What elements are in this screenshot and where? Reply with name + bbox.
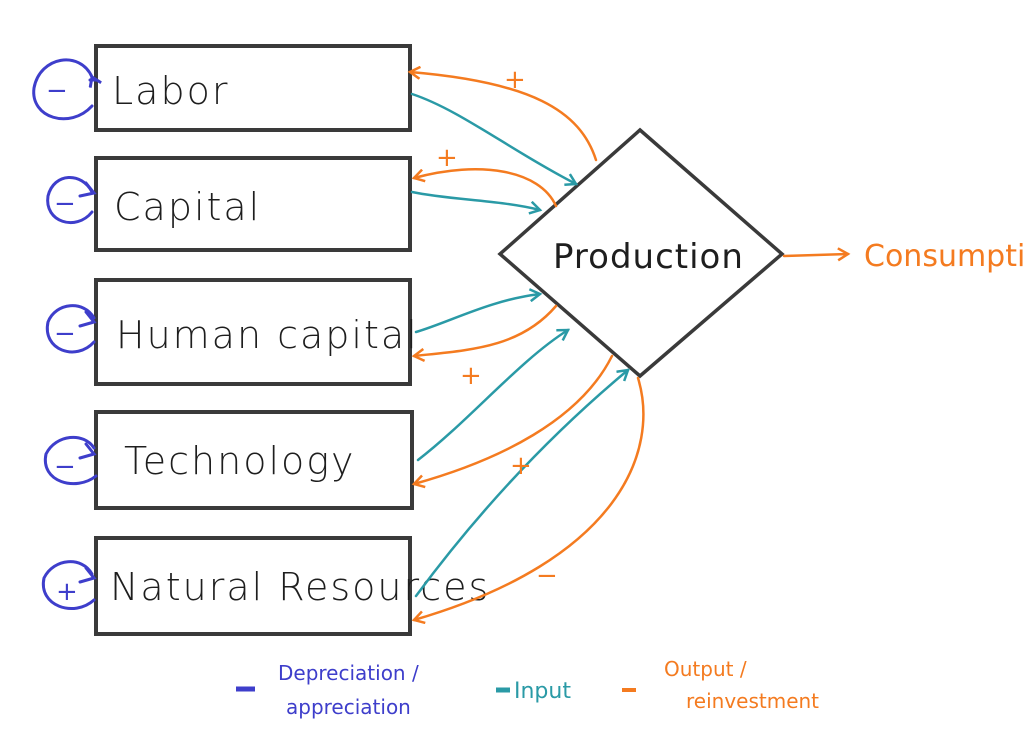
node-label: Natural Resources xyxy=(110,565,490,609)
legend: Depreciation / appreciation Input Output… xyxy=(236,657,819,719)
output-arrow-capital xyxy=(414,168,558,208)
self-loop-arrow xyxy=(45,304,96,354)
self-loop-sign: + xyxy=(56,577,78,607)
output-sign-labor: + xyxy=(504,65,526,95)
self-loop-sign: − xyxy=(46,76,68,106)
legend-label-depreciation-1: Depreciation / xyxy=(278,661,419,685)
output-sign-technology: + xyxy=(510,451,532,481)
input-arrow-human-capital xyxy=(414,294,540,334)
output-arrow-natural-resources xyxy=(414,376,645,620)
output-sign-capital: + xyxy=(436,143,458,173)
self-loop-arrow xyxy=(41,560,96,610)
node-box xyxy=(94,410,414,510)
production-diamond xyxy=(497,127,785,379)
self-loop-capital: − xyxy=(46,176,97,224)
node-capital: Capital xyxy=(94,156,412,252)
self-loop-technology: − xyxy=(43,435,98,486)
node-label: Human capital xyxy=(116,313,419,357)
self-loop-labor: − xyxy=(32,58,96,121)
output-arrow-consumption xyxy=(782,254,848,256)
input-arrow-labor xyxy=(410,92,576,184)
node-label: Labor xyxy=(112,69,229,113)
self-loop-arrowhead xyxy=(78,181,97,198)
self-loop-sign: − xyxy=(54,452,76,482)
node-human-capital: Human capital xyxy=(94,278,419,386)
production-label: Production xyxy=(553,237,744,277)
node-box xyxy=(94,278,412,386)
legend-label-input: Input xyxy=(514,679,571,704)
node-labor: Labor xyxy=(94,44,412,132)
self-loop-sign: − xyxy=(54,319,76,349)
input-arrow-natural-resources xyxy=(414,370,628,598)
input-arrow-technology xyxy=(416,330,568,462)
self-loop-sign: − xyxy=(54,189,76,219)
input-arrow-capital xyxy=(410,190,540,210)
node-label: Technology xyxy=(124,439,356,483)
output-sign-human-capital: + xyxy=(460,361,482,391)
self-loop-arrowhead xyxy=(78,310,97,328)
production-node: Production xyxy=(497,127,785,379)
self-loop-human-capital: − xyxy=(45,304,97,354)
node-natural-resources: Natural Resources xyxy=(94,536,490,636)
output-sign-natural-resources: − xyxy=(536,561,558,591)
self-loop-natural-resources: + xyxy=(41,560,97,610)
node-technology: Technology xyxy=(94,410,414,510)
consumption-label: Consumption xyxy=(864,239,1024,274)
node-label: Capital xyxy=(114,185,261,229)
node-box xyxy=(94,44,412,132)
self-loop-arrow xyxy=(32,58,92,121)
self-loop-arrow xyxy=(43,435,98,486)
self-loop-arrow xyxy=(46,176,94,224)
legend-label-output-2: reinvestment xyxy=(686,689,819,713)
output-arrow-technology xyxy=(414,354,614,484)
node-box xyxy=(94,156,412,252)
output-arrow-labor xyxy=(410,72,598,162)
legend-label-output-1: Output / xyxy=(664,657,747,681)
self-loop-arrowhead xyxy=(78,566,97,584)
node-box xyxy=(94,536,412,636)
legend-label-depreciation-2: appreciation xyxy=(286,695,411,719)
self-loop-arrowhead xyxy=(78,442,97,460)
output-arrow-human-capital xyxy=(414,304,558,356)
